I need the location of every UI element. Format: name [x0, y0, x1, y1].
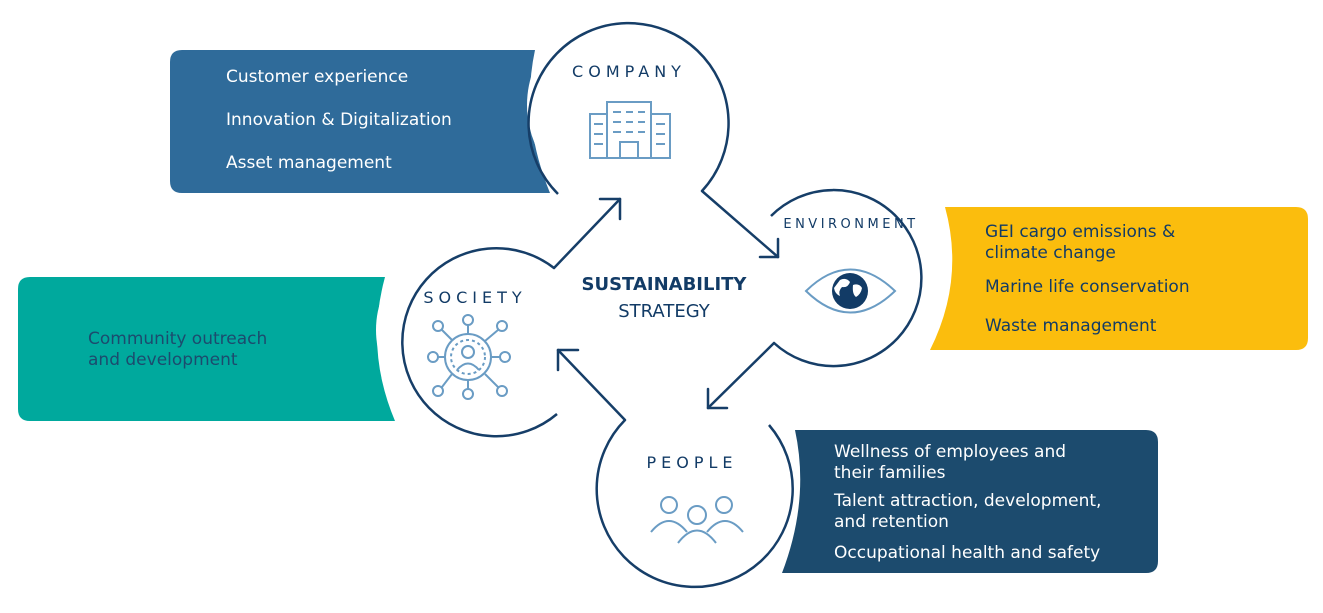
office-building-icon: [589, 101, 671, 159]
society-panel: [18, 277, 395, 421]
people-caption: PEOPLE: [646, 453, 737, 472]
environment-item: Waste management: [985, 316, 1157, 336]
eye-globe-icon: [804, 268, 897, 314]
arrow-society-to-company: [552, 197, 622, 270]
company-item: Innovation & Digitalization: [226, 110, 452, 130]
company-item: Asset management: [226, 153, 392, 173]
environment-circle: [774, 186, 950, 362]
people-item: Wellness of employees and their families: [834, 442, 1067, 483]
circle-outlines: [401, 21, 923, 589]
people-circle: [594, 402, 790, 598]
society-caption: SOCIETY: [423, 288, 526, 307]
center-title: SUSTAINABILITY: [582, 274, 748, 295]
society-item: Community outreach and development: [88, 329, 268, 370]
company-circle-outline: [527, 21, 730, 195]
people-item: Talent attraction, development, and rete…: [834, 491, 1102, 532]
people-panel: [782, 430, 1158, 573]
people-item: Occupational health and safety: [834, 543, 1101, 563]
environment-panel: [930, 207, 1308, 350]
environment-circle-outline: [770, 188, 923, 368]
arrow-environment-to-people: [706, 341, 776, 410]
center-subtitle: STRATEGY: [618, 301, 711, 322]
network-person-icon: [427, 314, 511, 400]
people-circle-outline: [595, 419, 794, 589]
arrow-people-to-society: [556, 348, 627, 422]
environment-item: GEI cargo emissions & climate change: [985, 222, 1176, 263]
company-item: Customer experience: [226, 67, 409, 87]
environment-caption: ENVIRONMENT: [783, 217, 918, 232]
environment-item: Marine life conservation: [985, 277, 1190, 297]
company-panel: [170, 50, 550, 193]
society-circle-outline: [401, 246, 558, 438]
people-group-icon: [650, 496, 744, 544]
arrow-company-to-environment: [700, 189, 780, 259]
company-caption: COMPANY: [572, 62, 686, 81]
company-circle: [527, 5, 727, 205]
